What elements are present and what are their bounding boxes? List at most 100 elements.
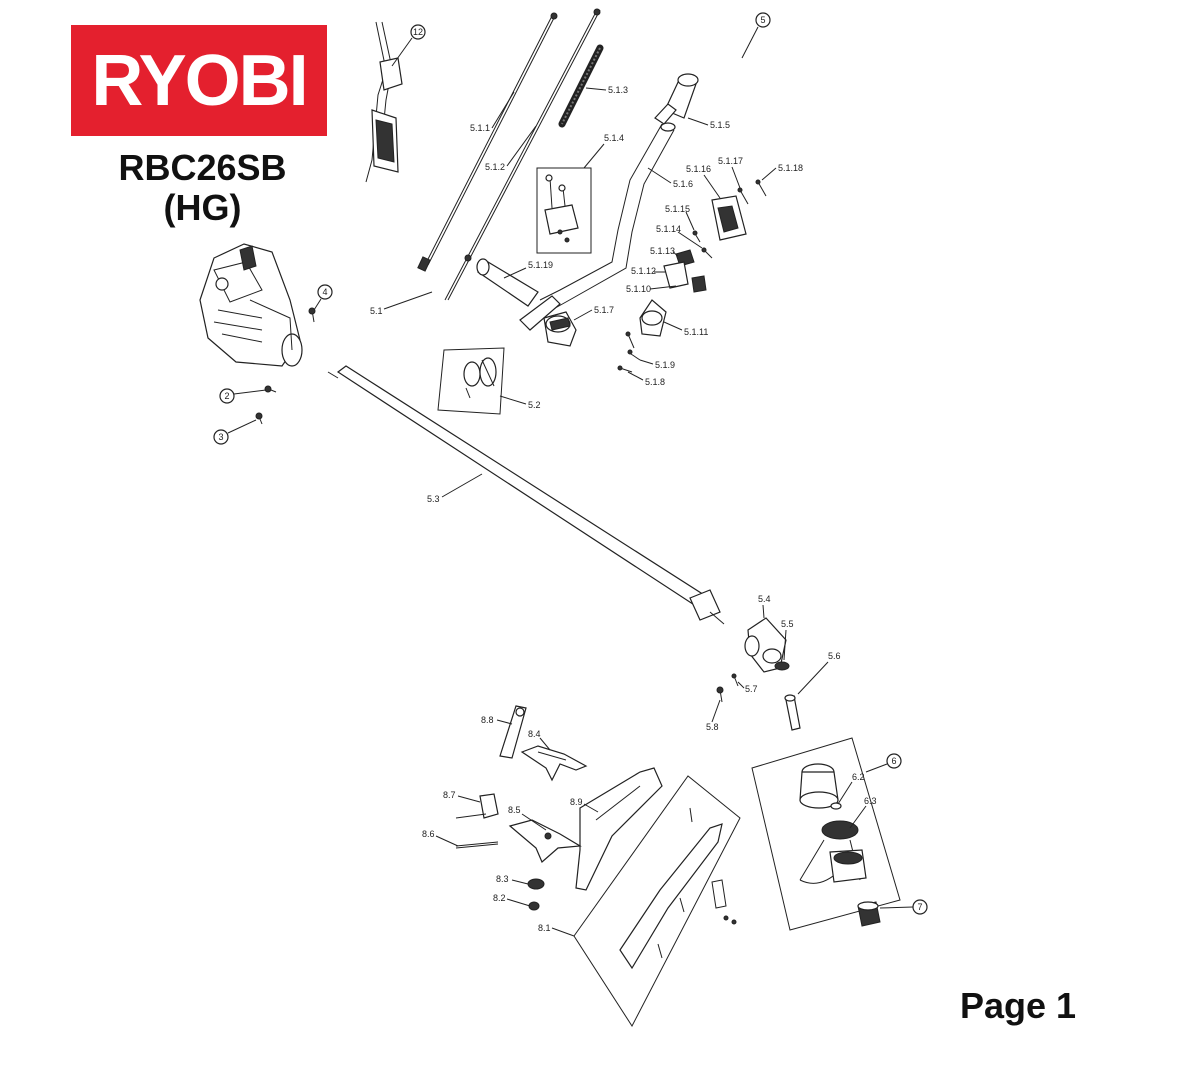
part-5-1-3-spiral-sleeve [558, 44, 604, 128]
part-8-2-nut [528, 901, 540, 911]
part-8-4-blade [520, 745, 588, 782]
part-5-1-13-lever [675, 249, 695, 267]
logo-text: RYOBI [91, 40, 308, 121]
svg-text:5: 5 [760, 15, 765, 25]
label-5-1-15: 5.1.15 [665, 204, 695, 231]
label-8-2: 8.2 [493, 893, 531, 907]
label-5-6: 5.6 [797, 651, 841, 695]
svg-text:5.6: 5.6 [828, 651, 841, 661]
svg-text:5.4: 5.4 [758, 594, 771, 604]
label-8-9: 8.9 [570, 797, 599, 813]
part-5-1-6-handle-bar [539, 122, 676, 313]
label-5-1-6: 5.1.6 [647, 167, 693, 189]
svg-text:7: 7 [917, 902, 922, 912]
part-4-screw [308, 307, 316, 323]
label-8-7: 8.7 [443, 790, 481, 803]
svg-text:5.1.6: 5.1.6 [673, 179, 693, 189]
svg-text:3: 3 [218, 432, 223, 442]
svg-text:5.1.14: 5.1.14 [656, 224, 681, 234]
label-5-1-18: 5.1.18 [761, 163, 803, 181]
part-3-screw [255, 412, 263, 425]
callout-5: 5 [741, 12, 771, 59]
svg-text:8.4: 8.4 [528, 729, 541, 739]
label-5-1-1: 5.1.1 [470, 91, 515, 133]
label-5-1-14: 5.1.14 [656, 224, 703, 249]
page-number: Page 1 [960, 985, 1077, 1026]
callout-2: 2 [219, 388, 267, 404]
svg-text:5.1: 5.1 [370, 306, 383, 316]
part-5-1-17-screw [737, 187, 749, 205]
label-5-1: 5.1 [370, 291, 433, 316]
label-8-6: 8.6 [422, 829, 459, 847]
part-5-1-11-handle-housing [639, 299, 667, 337]
svg-text:5.1.1: 5.1.1 [470, 123, 490, 133]
part-5-1-2-stop-cable [444, 8, 601, 301]
label-6-3: 6.3 [849, 796, 877, 829]
label-5-2: 5.2 [499, 395, 541, 410]
part-5-1-19-foam-grip [476, 258, 561, 331]
label-8-3: 8.3 [496, 874, 529, 885]
part-5-1-7-handle-clamp [543, 311, 577, 347]
model-variant: (HG) [163, 186, 242, 228]
svg-text:2: 2 [224, 391, 229, 401]
svg-text:6.3: 6.3 [864, 796, 877, 806]
svg-text:5.5: 5.5 [781, 619, 794, 629]
svg-text:12: 12 [413, 27, 423, 37]
label-5-1-16: 5.1.16 [686, 164, 721, 199]
svg-text:5.8: 5.8 [706, 722, 719, 732]
part-12-shoulder-strap [365, 21, 403, 183]
model-number: RBC26SB [118, 147, 287, 188]
svg-text:5.1.16: 5.1.16 [686, 164, 711, 174]
svg-text:5.1.4: 5.1.4 [604, 133, 624, 143]
part-6-trimmer-head-cover [799, 763, 839, 809]
svg-text:8.6: 8.6 [422, 829, 435, 839]
svg-text:5.1.13: 5.1.13 [650, 246, 675, 256]
svg-text:5.1.15: 5.1.15 [665, 204, 690, 214]
part-5-1-16-switch-housing [711, 195, 747, 241]
part-8-8-wrench [499, 705, 527, 759]
part-5-7-screw [731, 673, 739, 687]
svg-text:5.1.9: 5.1.9 [655, 360, 675, 370]
part-8-3-washer [527, 878, 545, 890]
callout-6: 6 [865, 753, 902, 773]
part-5-1-18-screw [755, 179, 767, 197]
svg-text:5.1.5: 5.1.5 [710, 120, 730, 130]
svg-text:5.3: 5.3 [427, 494, 440, 504]
label-5-1-11: 5.1.11 [663, 321, 708, 337]
part-6-3-spool [799, 820, 861, 884]
svg-text:8.3: 8.3 [496, 874, 509, 884]
svg-text:5.1.8: 5.1.8 [645, 377, 665, 387]
engine-assembly [199, 243, 303, 367]
label-5-1-7: 5.1.7 [573, 305, 614, 321]
ryobi-logo: RYOBI [71, 25, 327, 136]
part-8-6-rod [455, 841, 499, 849]
part-6-2-spring [830, 802, 842, 810]
label-5-1-17: 5.1.17 [718, 156, 743, 189]
label-5-1-19: 5.1.19 [503, 260, 553, 279]
part-6-trimmer-base [829, 849, 867, 883]
label-5-5: 5.5 [781, 619, 794, 661]
part-5-5-washer [774, 661, 790, 671]
label-8-1: 8.1 [538, 923, 575, 937]
label-8-8: 8.8 [481, 715, 513, 725]
svg-text:8.7: 8.7 [443, 790, 456, 800]
part-5-1-5-grip [654, 73, 699, 125]
label-5-1-12: 5.1.12 [631, 266, 666, 276]
svg-text:5.1.2: 5.1.2 [485, 162, 505, 172]
svg-text:5.1.12: 5.1.12 [631, 266, 656, 276]
label-8-5: 8.5 [508, 805, 547, 831]
part-8-1-guard-box [573, 775, 741, 1027]
svg-text:8.8: 8.8 [481, 715, 494, 725]
svg-text:5.7: 5.7 [745, 684, 758, 694]
part-5-1-15-spring [692, 230, 701, 243]
part-7-bump-knob [857, 901, 881, 927]
label-5-1-2: 5.1.2 [485, 125, 537, 172]
part-5-1-12-trigger [663, 261, 689, 289]
label-5-1-3: 5.1.3 [585, 85, 628, 95]
part-8-9-guard [575, 767, 663, 891]
svg-text:6: 6 [891, 756, 896, 766]
callout-3: 3 [213, 419, 257, 445]
part-5-6-shaft-bolt [784, 694, 801, 731]
callouts: 12 5 4 2 3 6 7 [213, 12, 928, 937]
